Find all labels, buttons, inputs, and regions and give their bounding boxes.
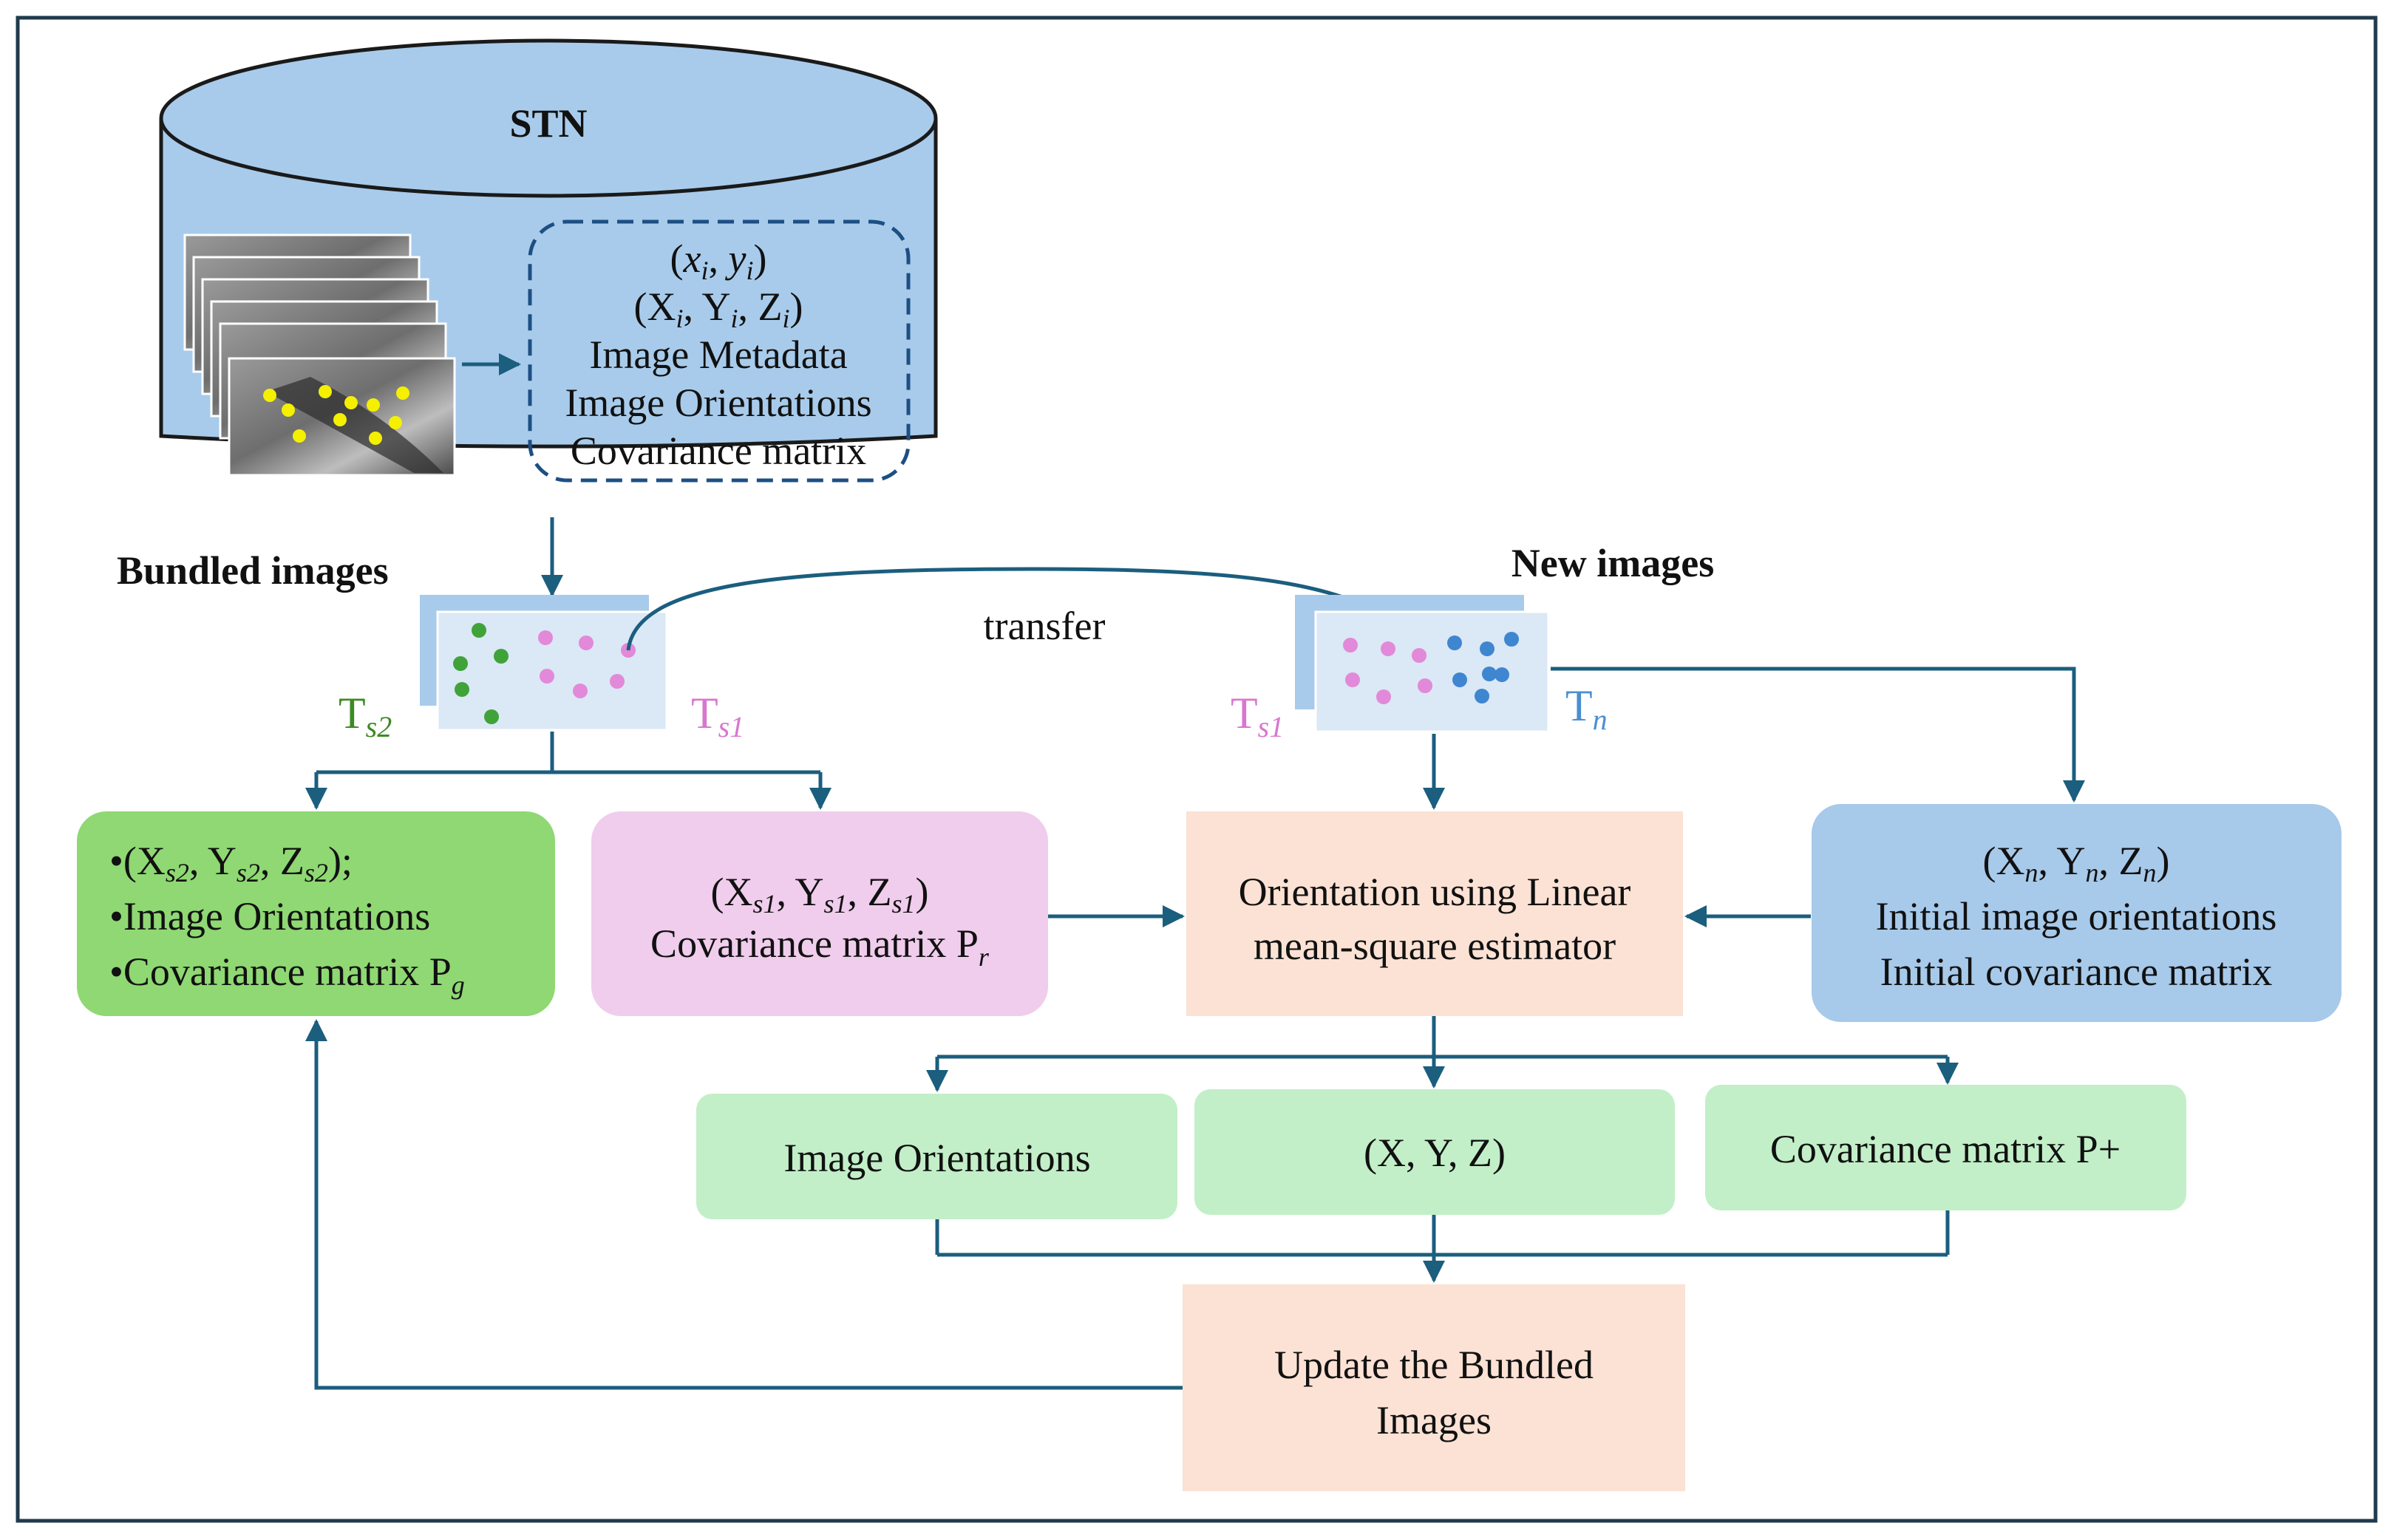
new-images-heading: New images (1511, 541, 1714, 585)
blue-new-info-box: (Xn, Yn, Zn) Initial image orientations … (1812, 804, 2342, 1022)
ts1-label-new: Ts1 (1231, 689, 1284, 743)
metadata-dashed-frame (528, 219, 911, 483)
pink-point (579, 636, 594, 650)
blue-point (1480, 641, 1494, 656)
blue-point (1494, 667, 1509, 682)
bundled-images-heading: Bundled images (117, 548, 389, 593)
blue-point (1447, 636, 1462, 650)
blue-box-coords: (Xn, Yn, Zn) (1983, 839, 2170, 887)
green-box-orientations: •Image Orientations (109, 894, 430, 938)
orientations-box-bg (696, 1094, 1177, 1219)
pink-points-new (1343, 638, 1432, 704)
xyz-box-bg (1194, 1089, 1675, 1215)
pink-point (1418, 678, 1432, 693)
pink-box-coords: (Xs1, Ys1, Zs1) (710, 870, 928, 919)
pink-point (540, 669, 554, 684)
metadata-ground-coords: (Xi, Yi, Zi) (633, 285, 803, 333)
blue-point (1482, 667, 1497, 681)
tie-point (396, 386, 409, 400)
metadata-image-metadata: Image Metadata (589, 333, 847, 377)
feedback-arrow (305, 1019, 1183, 1390)
green-points (453, 623, 509, 724)
tie-point (367, 398, 380, 412)
tie-point (293, 429, 306, 443)
green-box-coords: •(Xs2, Ys2, Zs2); (109, 839, 353, 887)
image-terrain-shadow (266, 377, 443, 473)
tie-points (263, 385, 409, 445)
output-xyz-box: (X, Y, Z) (1194, 1089, 1675, 1215)
output-xyz-label: (X, Y, Z) (1364, 1131, 1506, 1175)
estimator-line-1: Orientation using Linear (1239, 870, 1631, 914)
estimator-box: Orientation using Linear mean-square est… (1186, 811, 1683, 1016)
metadata-box: (xi, yi) (Xi, Yi, Zi) Image Metadata Ima… (528, 219, 911, 483)
estimator-box-bg (1186, 811, 1683, 1016)
covariance-box-bg (1705, 1085, 2186, 1210)
tie-point (369, 432, 382, 445)
update-box: Update the Bundled Images (1183, 1284, 1685, 1491)
update-line-2: Images (1376, 1398, 1492, 1442)
output-orientations-box: Image Orientations (696, 1094, 1177, 1219)
image-stack (183, 234, 456, 477)
output-orientations-label: Image Orientations (783, 1136, 1090, 1180)
blue-point (1475, 689, 1489, 703)
blue-points (1447, 632, 1519, 703)
tie-point (263, 389, 276, 402)
output-covariance-label: Covariance matrix P+ (1770, 1127, 2121, 1171)
pink-point (1412, 648, 1426, 663)
green-box-covariance: •Covariance matrix Pg (109, 950, 465, 1000)
output-covariance-box: Covariance matrix P+ (1705, 1085, 2186, 1210)
stn-title: STN (509, 101, 587, 146)
blue-point (1504, 632, 1519, 647)
pink-point (610, 674, 625, 689)
green-point (494, 649, 509, 664)
green-box-bg (77, 811, 555, 1016)
pink-point (538, 630, 553, 645)
pink-point (1343, 638, 1358, 653)
outer-frame (16, 16, 2378, 1523)
green-point (484, 709, 499, 724)
bundled-image-pair (420, 595, 668, 732)
metadata-image-coords: (xi, yi) (670, 236, 767, 285)
transfer-label: transfer (984, 604, 1106, 648)
new-to-blue-box-arrow (1551, 667, 2085, 803)
blue-box-covariance: Initial covariance matrix (1880, 950, 2273, 994)
blue-box-bg (1812, 804, 2342, 1022)
tie-point (389, 416, 402, 429)
green-point (455, 682, 469, 697)
pink-points-bundled (538, 630, 636, 698)
pink-box-bg (591, 811, 1048, 1016)
pink-point (1345, 672, 1360, 687)
pink-point (1376, 689, 1391, 704)
green-point (472, 623, 486, 638)
metadata-image-orientations: Image Orientations (565, 381, 871, 425)
green-bundled-info-box: •(Xs2, Ys2, Zs2); •Image Orientations •C… (77, 811, 555, 1016)
update-line-1: Update the Bundled (1274, 1343, 1594, 1387)
ts1-label-bundled: Ts1 (691, 689, 744, 743)
update-box-bg (1183, 1284, 1685, 1491)
ts2-label: Ts2 (339, 689, 392, 743)
new-image-pair (1295, 595, 1550, 733)
pink-point (573, 684, 588, 698)
tie-point (319, 385, 332, 398)
cylinder-top (159, 38, 938, 198)
pink-bundled-info-box: (Xs1, Ys1, Zs1) Covariance matrix Pr (591, 811, 1048, 1016)
tn-label: Tn (1565, 681, 1608, 736)
tie-point (333, 413, 347, 426)
pink-point (1381, 641, 1395, 656)
new-front-image (1314, 610, 1550, 733)
tie-point (344, 396, 358, 409)
estimator-line-2: mean-square estimator (1254, 924, 1616, 968)
tie-point (282, 403, 295, 417)
blue-box-orientations: Initial image orientations (1876, 894, 2277, 938)
blue-point (1452, 672, 1467, 687)
green-point (453, 656, 468, 671)
metadata-covariance: Covariance matrix (571, 429, 866, 473)
pink-box-covariance: Covariance matrix Pr (650, 921, 990, 972)
